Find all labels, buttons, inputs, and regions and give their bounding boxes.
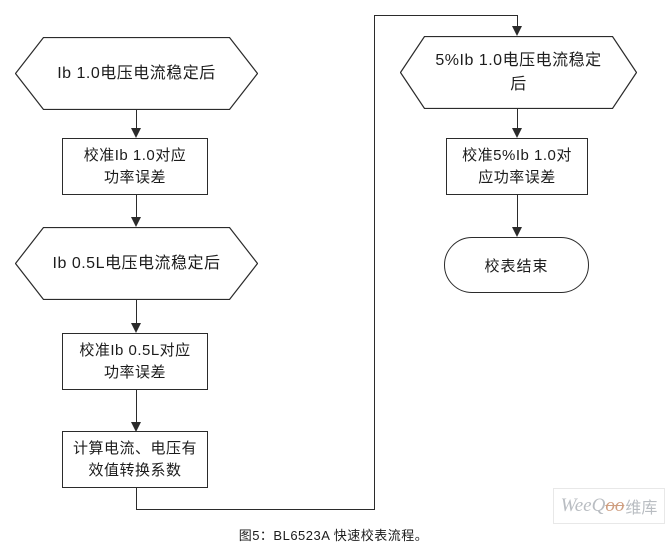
flow-arrow-stem [136,300,137,324]
flow-node-cal-5ib10: 校准5%Ib 1.0对 应功率误差 [446,138,588,195]
connector-segment [136,488,137,510]
flow-arrow-stem [136,390,137,423]
flow-arrow-stem [517,195,518,228]
arrow-down-icon [512,26,522,36]
connector-segment [517,15,518,28]
connector-segment [374,15,518,16]
flow-node-ib10-stable: Ib 1.0电压电流稳定后 [15,37,258,110]
node-label: 校准5%Ib 1.0对 应功率误差 [462,146,572,186]
flow-node-cal-ib05l: 校准Ib 0.5L对应 功率误差 [62,333,208,390]
node-label: 校准Ib 0.5L对应 功率误差 [79,341,191,381]
node-label: Ib 1.0电压电流稳定后 [57,64,216,82]
watermark-brand: WeeQ [560,495,606,516]
watermark-brand-accent: oo [605,495,625,516]
flow-arrow-stem [136,110,137,129]
arrow-down-icon [512,128,522,138]
hexagon-shape [15,37,258,110]
watermark-brand-cjk: 维库 [625,500,658,517]
connector-segment [136,509,375,510]
flow-arrow-stem [136,195,137,218]
connector-segment [374,15,375,510]
flow-node-5ib10-stable: 5%Ib 1.0电压电流稳定 后 [400,36,637,109]
node-label: 计算电流、电压有 效值转换系数 [72,439,197,479]
arrow-down-icon [512,227,522,237]
flow-node-ib05l-stable: Ib 0.5L电压电流稳定后 [15,227,258,300]
arrow-down-icon [131,128,141,138]
node-label: 5%Ib 1.0电压电流稳定 后 [435,51,602,93]
flow-node-cal-ib10: 校准Ib 1.0对应 功率误差 [62,138,208,195]
arrow-down-icon [131,217,141,227]
node-label: 校表结束 [484,257,549,275]
flow-arrow-stem [517,109,518,129]
flow-node-end: 校表结束 [444,237,589,293]
flow-node-calc-rms: 计算电流、电压有 效值转换系数 [62,431,208,488]
node-label: 校准Ib 1.0对应 功率误差 [83,146,187,186]
arrow-down-icon [131,323,141,333]
node-label: Ib 0.5L电压电流稳定后 [52,254,221,272]
hexagon-shape [15,227,258,300]
hexagon-shape [400,36,637,109]
figure-caption: 图5：BL6523A 快速校表流程。 [238,528,429,543]
arrow-down-icon [131,422,141,432]
